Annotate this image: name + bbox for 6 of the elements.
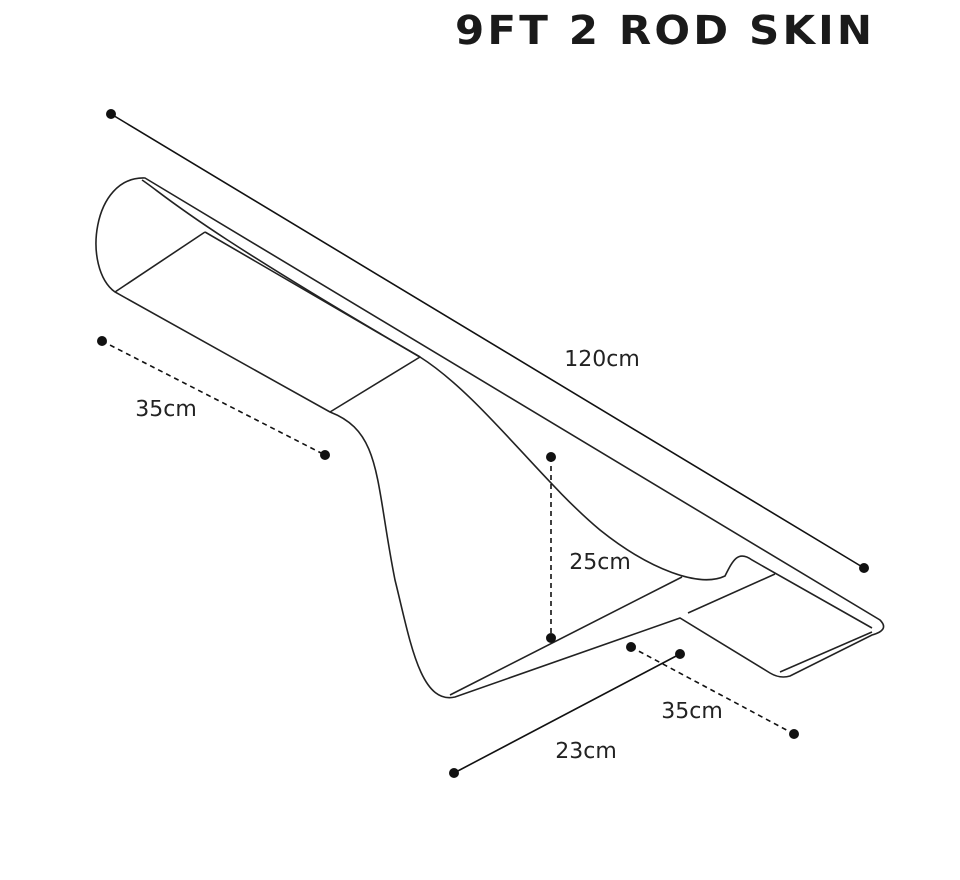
dimension-label: 35cm (661, 701, 723, 723)
dimension-label: 25cm (569, 552, 631, 574)
dimension-label: 23cm (555, 741, 617, 763)
dimension-label: 120cm (564, 349, 640, 371)
dimension-label: 35cm (135, 399, 197, 421)
title: 9FT 2 ROD SKIN (455, 8, 876, 54)
